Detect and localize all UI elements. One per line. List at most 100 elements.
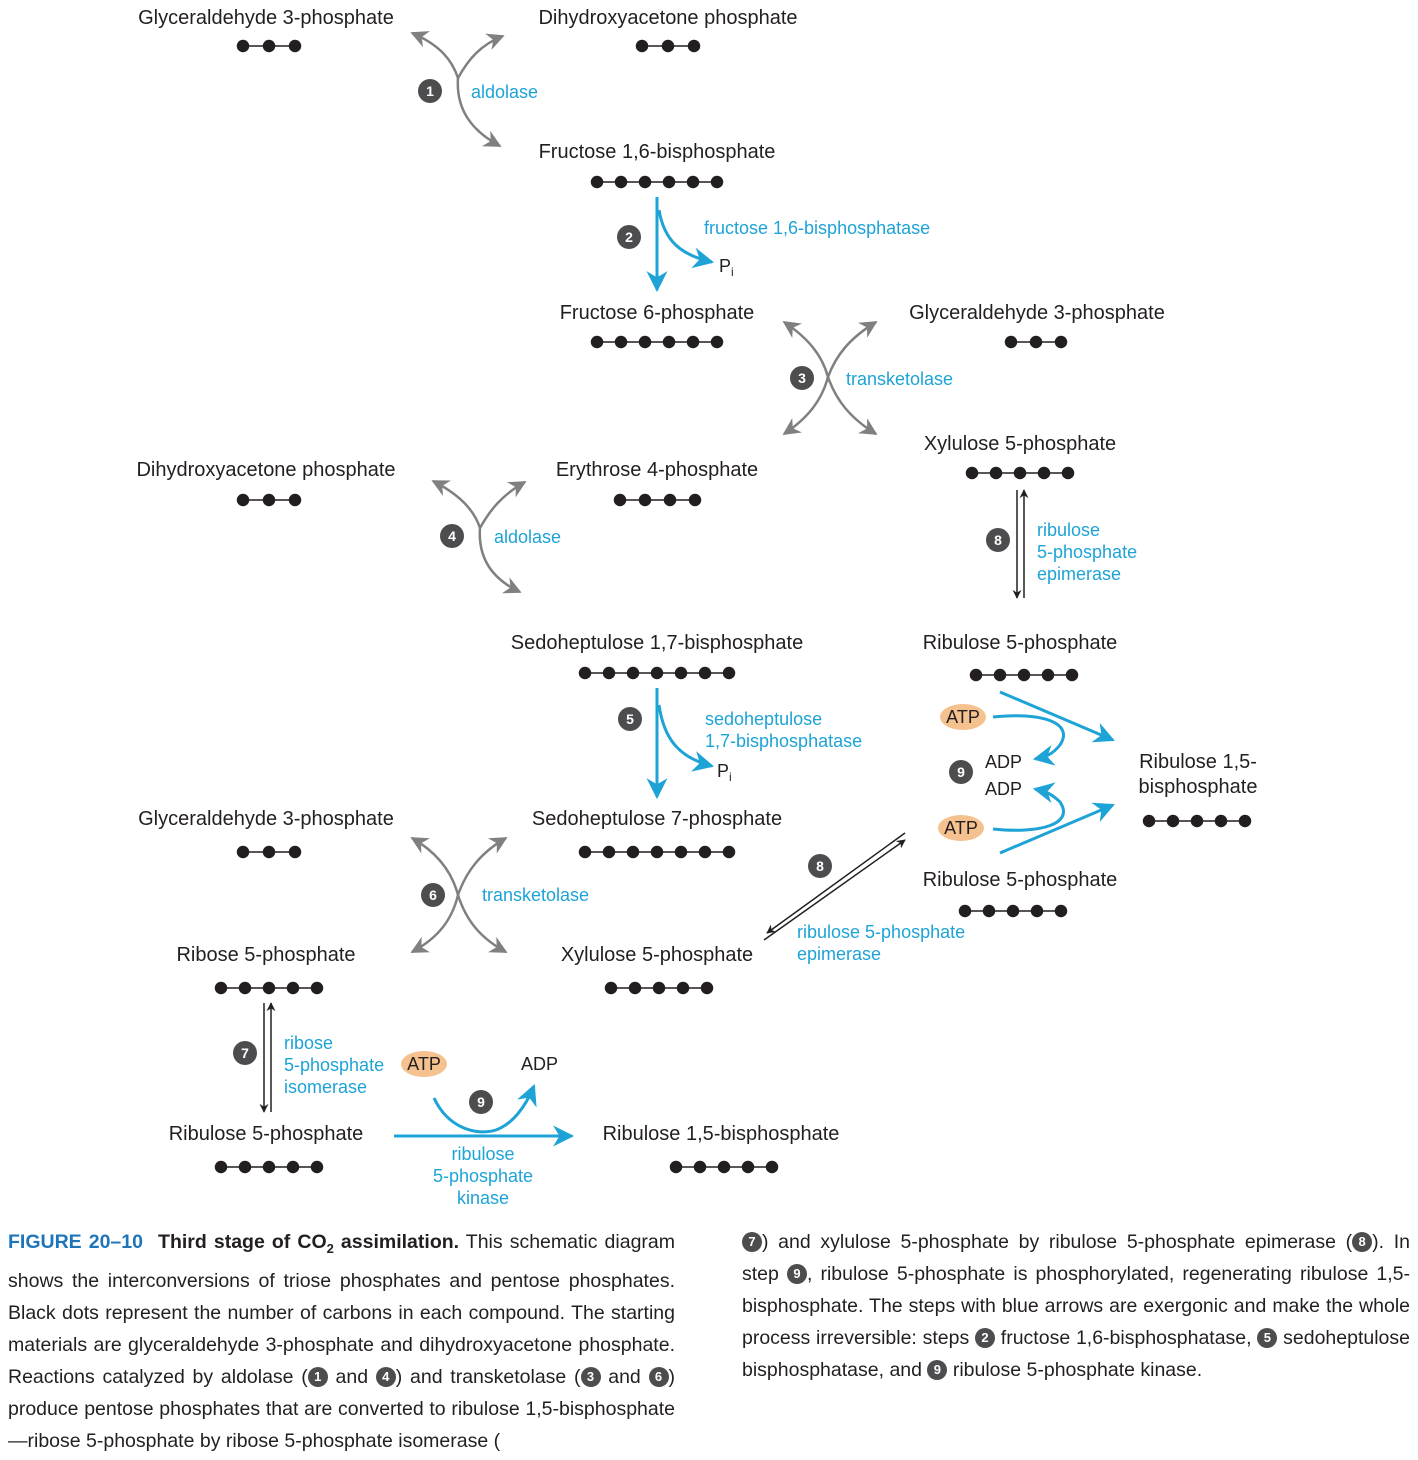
figure-caption-right: 7) and xylulose 5-phosphate by ribulose … [742,1231,1410,1381]
carbon-chain-3 [236,845,302,859]
enzyme-aldolase: aldolase [471,82,538,102]
enzyme-isomerase-line3: isomerase [284,1077,367,1097]
step-4-badge: 4 [440,524,464,548]
enzyme-kinase-line1: ribulose [451,1144,514,1164]
svg-text:ATP: ATP [944,818,978,838]
enzyme-aldolase: aldolase [494,527,561,547]
compound-fructose-1-6-bisphosphate: Fructose 1,6-bisphosphate [539,141,776,163]
calvin-cycle-diagram: Glyceraldehyde 3-phosphate Dihydroxyacet… [136,7,1258,1208]
step-3-badge: 3 [790,366,814,390]
step-9-kinase-arrows-bottom [394,1084,575,1147]
step-9-inline-badge: 9 [927,1360,948,1380]
carbon-chain-3 [236,493,302,507]
compound-ribulose-1-5-bisphosphate-line1: Ribulose 1,5- [1139,751,1257,773]
compound-fructose-6-phosphate: Fructose 6-phosphate [560,302,755,324]
step-8-badge: 8 [808,854,832,878]
enzyme-epimerase-line1: ribulose 5-phosphate [797,922,965,942]
compound-ribulose-1-5-bisphosphate: Ribulose 1,5-bisphosphate [603,1123,840,1145]
step-8-badge: 8 [986,528,1010,552]
enzyme-epimerase-line1: ribulose [1037,520,1100,540]
step-number: 8 [994,532,1002,548]
step-1-aldolase-arrows [410,31,505,148]
phosphate-pi: Pi [719,256,734,279]
enzyme-epimerase-line3: epimerase [1037,564,1121,584]
enzyme-kinase-line3: kinase [457,1188,509,1208]
figure-caption-left: FIGURE 20–10 Third stage of CO2 assimila… [8,1231,676,1452]
carbon-chain-5 [969,668,1079,682]
adp-label: ADP [521,1054,558,1074]
step-number: 9 [957,764,965,780]
step-number: 3 [798,370,806,386]
compound-ribulose-1-5-bisphosphate-line2: bisphosphate [1139,776,1258,798]
carbon-chain-5 [604,981,714,995]
enzyme-kinase-line2: 5-phosphate [433,1166,533,1186]
step-number: 1 [426,83,434,99]
enzyme-isomerase-line2: 5-phosphate [284,1055,384,1075]
enzyme-epimerase-line2: epimerase [797,944,881,964]
atp-badge: ATP [940,704,986,730]
phosphate-pi: Pi [717,761,732,784]
compound-glyceraldehyde-3-phosphate: Glyceraldehyde 3-phosphate [138,7,394,29]
compound-ribose-5-phosphate: Ribose 5-phosphate [176,944,355,966]
step-7-isomerase-arrows [259,1002,276,1113]
compound-dihydroxyacetone-phosphate: Dihydroxyacetone phosphate [538,7,797,29]
compound-ribulose-5-phosphate: Ribulose 5-phosphate [923,869,1118,891]
carbon-chain-5 [1142,814,1252,828]
enzyme-sbpase-line2: 1,7-bisphosphatase [705,731,862,751]
step-7-inline-badge: 7 [742,1232,762,1252]
step-9-inline-badge: 9 [786,1264,807,1284]
step-5-sbpase-arrows [646,688,715,800]
carbon-chain-5 [669,1160,779,1174]
step-1-badge: 1 [418,79,442,103]
step-2-fbpase-arrows [646,197,715,293]
enzyme-sbpase-line1: sedoheptulose [705,709,822,729]
carbon-chain-7 [578,845,736,859]
compound-xylulose-5-phosphate: Xylulose 5-phosphate [924,433,1116,455]
step-4-inline-badge: 4 [375,1366,396,1387]
step-9-badge: 9 [949,760,973,784]
step-2-inline-badge: 2 [975,1328,996,1348]
carbon-chain-3 [635,39,701,53]
atp-badge: ATP [401,1051,447,1077]
step-number: 2 [625,229,633,245]
step-2-badge: 2 [617,225,641,249]
compound-xylulose-5-phosphate: Xylulose 5-phosphate [561,944,753,966]
step-8-epimerase-arrows-upper [1012,489,1029,599]
step-5-inline-badge: 5 [1257,1328,1278,1348]
compound-glyceraldehyde-3-phosphate: Glyceraldehyde 3-phosphate [909,302,1165,324]
compound-erythrose-4-phosphate: Erythrose 4-phosphate [556,459,758,481]
carbon-chain-6 [590,335,724,349]
carbon-chain-5 [214,1160,324,1174]
step-8-epimerase-arrows-lower [763,832,906,941]
step-number: 8 [816,858,824,874]
adp-label: ADP [985,779,1022,799]
adp-label: ADP [985,752,1022,772]
compound-glyceraldehyde-3-phosphate: Glyceraldehyde 3-phosphate [138,808,394,830]
step-number: 5 [626,711,634,727]
compound-ribulose-5-phosphate: Ribulose 5-phosphate [169,1123,364,1145]
carbon-chain-3 [236,39,302,53]
svg-text:ATP: ATP [946,707,980,727]
step-number: 4 [448,528,456,544]
compound-dihydroxyacetone-phosphate: Dihydroxyacetone phosphate [136,459,395,481]
enzyme-transketolase: transketolase [846,369,953,389]
figure-title: Third stage of CO2 assimilation. [158,1231,460,1256]
step-4-aldolase-arrows [431,479,527,594]
carbon-chain-6 [590,175,724,189]
step-9-badge: 9 [469,1090,493,1114]
step-number: 6 [429,887,437,903]
carbon-chain-7 [578,666,736,680]
figure-label: FIGURE 20–10 [8,1231,143,1253]
carbon-chain-5 [958,904,1068,918]
step-1-inline-badge: 1 [307,1366,328,1387]
step-7-badge: 7 [233,1041,257,1065]
atp-badge: ATP [938,815,984,841]
enzyme-fructose-bisphosphatase: fructose 1,6-bisphosphatase [704,218,930,238]
compound-sedoheptulose-7-phosphate: Sedoheptulose 7-phosphate [532,808,782,830]
step-number: 9 [477,1094,485,1110]
compound-ribulose-5-phosphate: Ribulose 5-phosphate [923,632,1118,654]
step-6-transketolase-arrows [410,836,508,954]
caption-text: This schematic diagram shows the interco… [8,1231,676,1388]
compound-sedoheptulose-1-7-bisphosphate: Sedoheptulose 1,7-bisphosphate [511,632,803,654]
enzyme-isomerase-line1: ribose [284,1033,333,1053]
